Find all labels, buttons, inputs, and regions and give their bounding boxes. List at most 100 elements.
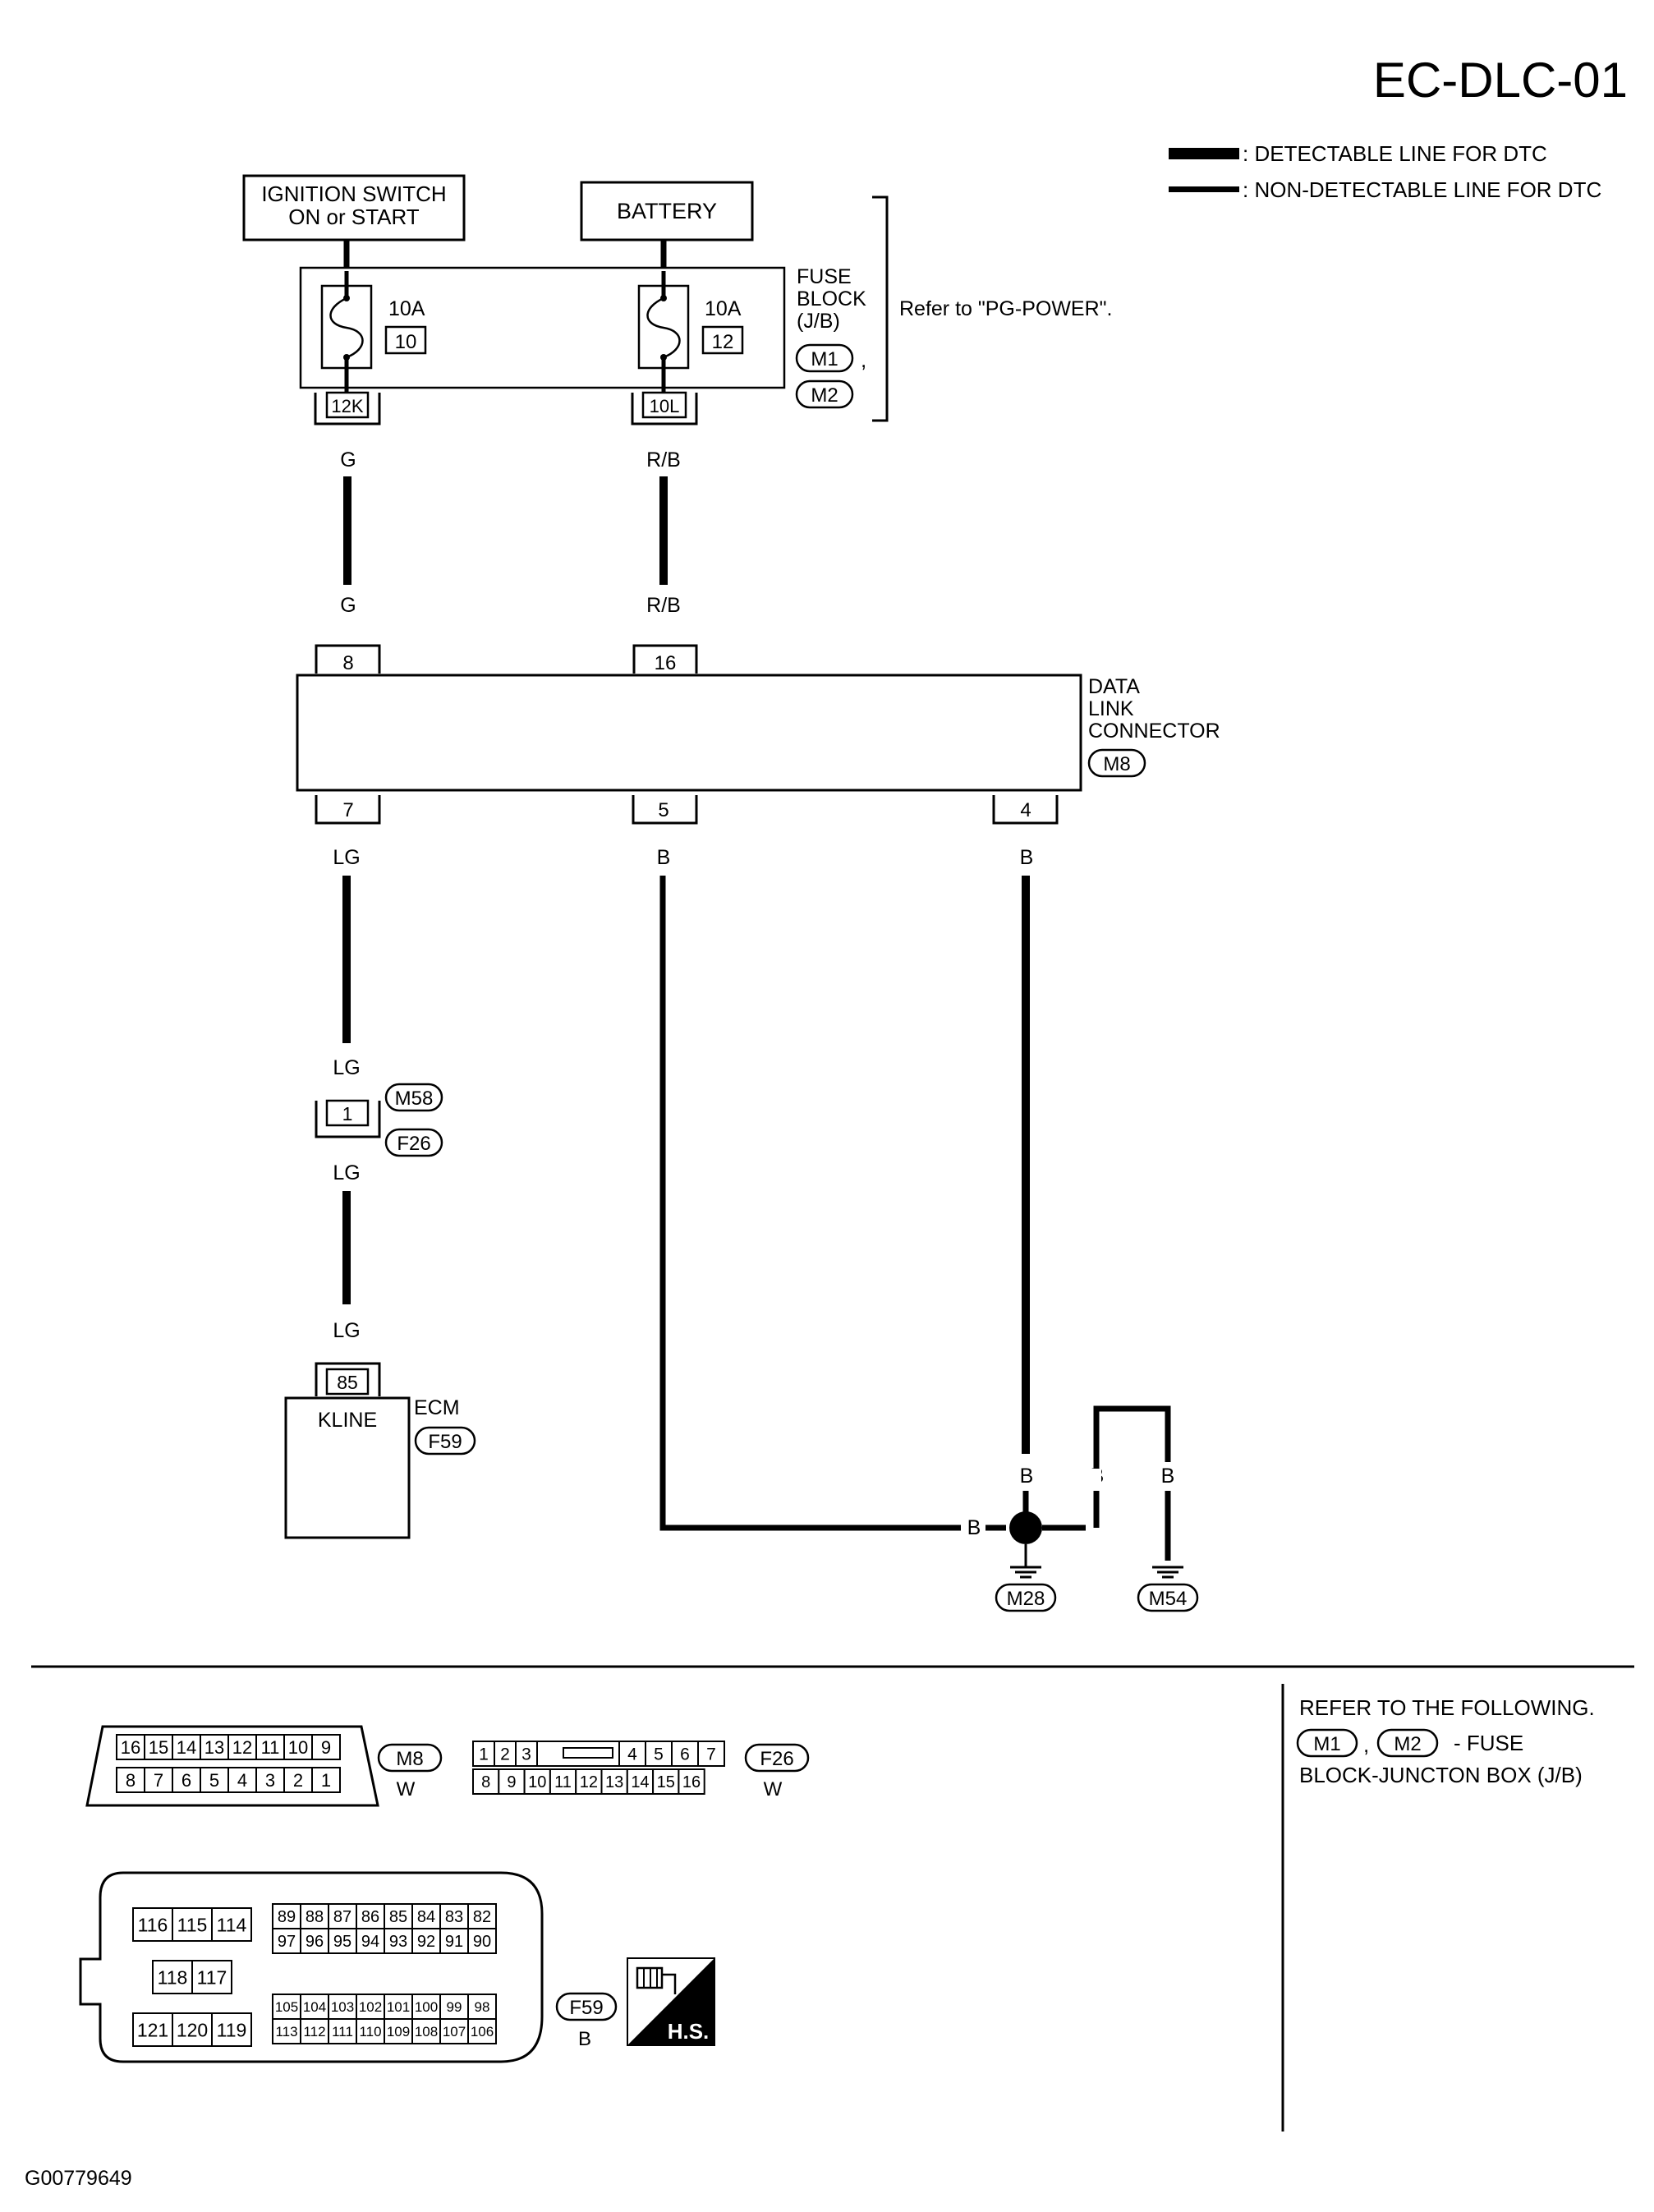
svg-text:M54: M54 [1149,1588,1188,1610]
legend-non-detectable-swatch [1169,186,1239,192]
svg-text:4: 4 [1020,799,1031,821]
m8-pin-label: 4 [237,1770,247,1791]
f59-pin-cell [172,1907,213,1942]
f26-pin-label: 8 [481,1773,490,1791]
f26-pin-cell [472,1741,495,1767]
wire-b-label-splice-left: B [967,1516,981,1539]
inline-conn-f26-badge [384,1128,443,1157]
f59-pin-cell [191,1960,232,1994]
f26-pin-cell [645,1741,673,1767]
f59-pin-cell [132,1907,173,1942]
f26-pin-label: 13 [605,1773,623,1791]
f59-pin-label: 117 [197,1966,227,1988]
fuse-block-conn-m1: M1 [811,348,838,370]
m8-pin-label: 3 [265,1770,275,1791]
terminal-10l: 10L [631,391,698,425]
refer-box-line1: REFER TO THE FOLLOWING. [1299,1695,1595,1720]
harness-side-label: H.S. [668,2019,710,2044]
refer-box-m2-badge [1376,1728,1439,1758]
ecm-box [284,1396,411,1539]
fuse-block-conn-m2: M2 [811,384,838,407]
connector-face-f26-code: F26 [760,1748,793,1770]
svg-text:12K: 12K [331,396,363,416]
data-link-connector-box [296,674,1082,792]
inline-conn-m58-badge [384,1083,443,1112]
m8-pin-cell [255,1767,285,1793]
svg-text:5: 5 [658,799,668,821]
fuse-block-label-line3: (J/B) [797,310,840,333]
connector-face-f59-code: F59 [569,1997,603,2019]
svg-text:1: 1 [342,1103,353,1124]
f59-pin-label: 86 [361,1908,379,1926]
refer-box: REFER TO THE FOLLOWING. M1 , M2 - FUSE B… [1296,1695,1595,1787]
ground-m54: M54 [1137,1566,1199,1612]
f59-pin-cell [467,2018,497,2044]
m8-pin-label: 1 [321,1770,331,1791]
f26-pin-label: 3 [521,1745,531,1764]
ground-splice [1009,1511,1042,1544]
f59-pin-label: 121 [137,2019,168,2040]
connector-face-f59-color: B [578,2028,591,2050]
f26-pin-label: 14 [631,1773,649,1791]
legend: : DETECTABLE LINE FOR DTC : NON-DETECTAB… [1169,141,1601,202]
harness-side-icon: H.S. [627,1957,715,2046]
m8-pin-label: 10 [288,1737,308,1758]
f26-pin-label: 4 [627,1745,637,1764]
m8-pin-label: 9 [321,1737,331,1758]
m8-pin-label: 8 [126,1770,136,1791]
fuse-10-amp: 10A [388,297,425,320]
dlc-pin-4: 4 [992,795,1059,825]
dlc-label-line3: CONNECTOR [1088,720,1220,743]
f59-pin-label: 106 [471,2024,494,2040]
m8-pin-cell [144,1767,173,1793]
f59-pin-label: 105 [275,1999,298,2015]
f26-pin-label: 5 [654,1745,664,1764]
connector-face-f26-color: W [764,1778,783,1800]
f59-pin-cell [152,1960,193,1994]
f59-pin-cell [300,1928,329,1954]
m8-pin-cell [116,1734,145,1760]
refer-box-line3: BLOCK-JUNCTON BOX (J/B) [1299,1763,1583,1787]
f26-pin-label: 12 [580,1773,598,1791]
m8-pin-label: 13 [204,1737,224,1758]
f59-pin-label: 101 [387,1999,410,2015]
wire-rb-label-top: R/B [646,448,681,471]
legend-non-detectable-label: : NON-DETECTABLE LINE FOR DTC [1243,177,1601,202]
refer-box-m1-badge [1296,1728,1358,1758]
f59-pin-label: 102 [359,1999,382,2015]
f59-pin-label: 107 [443,2024,466,2040]
f59-pin-label: 111 [332,2024,353,2040]
f26-pin-cell [523,1768,551,1795]
connector-face-m8-code: M8 [396,1748,423,1770]
f26-pin-label: 1 [479,1745,489,1764]
f59-pin-cell [300,2018,329,2044]
f59-pin-cell [328,1928,357,1954]
f59-pin-cell [439,1994,469,2020]
f59-pin-label: 104 [303,1999,326,2015]
f26-pin-cell [678,1768,705,1795]
f59-pin-label: 108 [415,2024,438,2040]
m8-pin-label: 7 [154,1770,163,1791]
f59-pin-label: 98 [475,1999,490,2015]
refer-pg-power: Refer to "PG-POWER". [899,297,1112,320]
wire-lg-label-4: LG [333,1319,360,1342]
wire-rb-label-bottom: R/B [646,594,681,617]
fuse-block-conn-m2-badge [795,379,854,409]
inline-conn-f26: F26 [397,1133,430,1155]
m8-pin-cell [255,1734,285,1760]
f59-pin-label: 103 [331,1999,354,2015]
refer-box-suffix: - FUSE [1454,1731,1523,1755]
wire-b-pin5 [659,876,961,1531]
refer-box-m1: M1 [1313,1733,1340,1755]
f26-pin-label: 10 [528,1773,546,1791]
ecm-terminal-kline: KLINE [318,1409,377,1432]
f59-pin-label: 84 [417,1908,435,1926]
svg-text:85: 85 [337,1372,358,1393]
dlc-pin-7: 7 [315,795,381,825]
connector-face-m8-color: W [397,1778,416,1800]
